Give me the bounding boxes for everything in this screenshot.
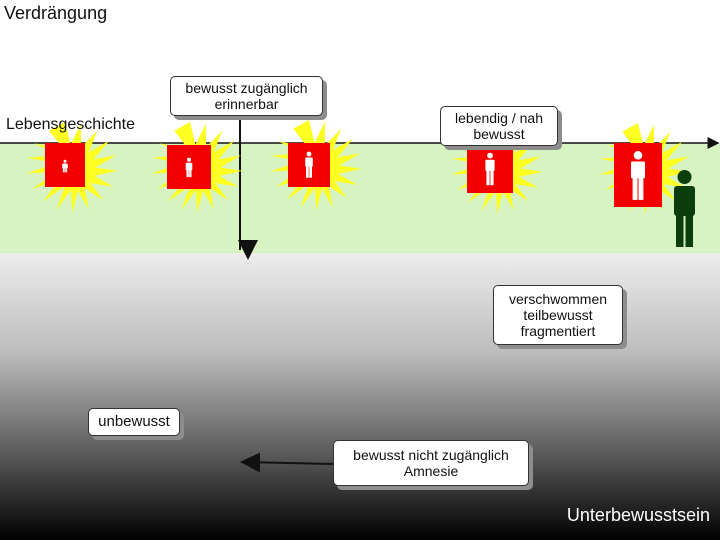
box-line: verschwommen	[508, 291, 608, 307]
box-line: lebendig / nah	[455, 110, 543, 126]
box-line: teilbewusst	[523, 307, 593, 323]
box-line: bewusst	[473, 126, 525, 142]
event-burst-4	[451, 123, 543, 214]
person-icon	[305, 151, 313, 178]
person-icon	[485, 152, 495, 186]
box-line: erinnerbar	[214, 96, 279, 112]
left-arrow	[240, 452, 334, 473]
person-icon	[631, 151, 645, 200]
event-burst-2	[151, 122, 243, 213]
blurred-partial-box: verschwommen teilbewusst fragmentiert	[493, 285, 623, 345]
box-line: Amnesie	[403, 463, 459, 479]
person-icon	[62, 159, 68, 173]
person-icon	[185, 157, 193, 178]
box-line: bewusst nicht zugänglich	[353, 447, 509, 463]
box-line: unbewusst	[98, 413, 170, 430]
event-burst-3	[270, 120, 362, 211]
conscious-band	[0, 143, 720, 253]
amnesia-box: bewusst nicht zugänglich Amnesie	[333, 440, 529, 486]
timeline-label: Lebensgeschichte	[6, 116, 135, 133]
unconscious-box: unbewusst	[88, 408, 180, 436]
event-burst-5	[599, 123, 691, 214]
adult-person-icon	[674, 170, 695, 247]
page-title: Verdrängung	[4, 3, 108, 23]
vivid-conscious-box: lebendig / nah bewusst	[440, 106, 558, 146]
box-line: bewusst zugänglich	[185, 80, 308, 96]
event-burst-1	[26, 122, 118, 213]
box-line: fragmentiert	[520, 323, 596, 339]
conscious-accessible-box: bewusst zugänglich erinnerbar	[170, 76, 323, 116]
subconscious-label: Unterbewusstsein	[566, 505, 710, 525]
